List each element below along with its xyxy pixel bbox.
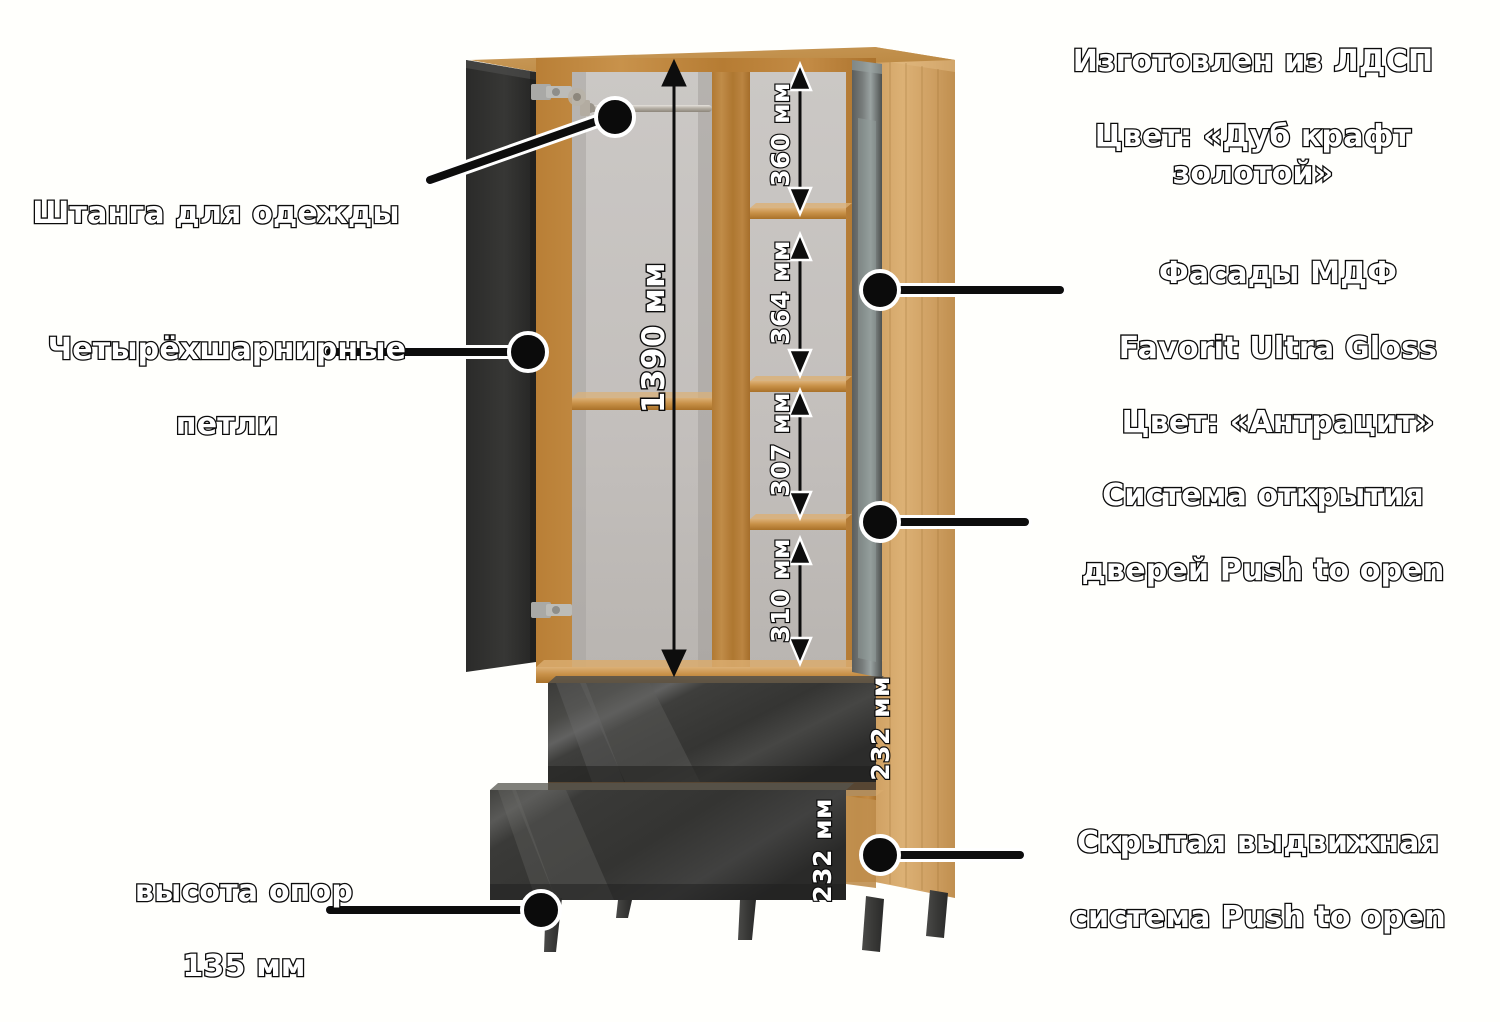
dot-rail	[594, 96, 636, 138]
callout-push-doors-line2: дверей Push to open	[1080, 551, 1445, 589]
callout-material-line1: Изготовлен из ЛДСП	[1071, 43, 1434, 81]
right-door-glass-insert	[858, 118, 876, 662]
dot-facade	[859, 269, 901, 311]
callout-push-doors: Система открытия дверей Push to open	[1030, 440, 1496, 626]
left-door-open	[466, 60, 536, 672]
dimension-label-307: 307 мм	[765, 391, 796, 498]
callout-hinges-line2: петли	[174, 405, 279, 443]
hinge-bottom	[531, 602, 572, 618]
dimension-label-364: 364 мм	[765, 239, 796, 346]
leg-back-right	[926, 890, 948, 938]
arrow-307	[787, 386, 813, 522]
hinge-top	[531, 84, 572, 100]
callout-facade: Фасады МДФ Favorit Ultra Gloss Цвет: «Ан…	[1060, 218, 1496, 478]
callout-hinges: Четырёхшарнирные петли	[4, 294, 450, 480]
product-illustration	[323, 47, 1067, 952]
dimension-label-drawer-lower: 232 мм	[807, 797, 838, 904]
callout-material: Изготовлен из ЛДСП Цвет: «Дуб крафт золо…	[1010, 6, 1496, 229]
callout-legs-line1: высота опор	[134, 873, 355, 911]
dot-push-drawer	[859, 834, 901, 876]
callout-push-drawer-line1: Скрытая выдвижная	[1076, 824, 1441, 862]
vertical-divider	[712, 72, 750, 667]
callout-rail-line1: Штанга для одежды	[31, 195, 401, 233]
leg-mid-1	[616, 900, 632, 918]
dot-legs	[520, 889, 562, 931]
arrow-360	[787, 60, 813, 218]
dimension-label-360: 360 мм	[765, 81, 796, 188]
interior-left-cavity	[572, 72, 712, 667]
leg-mid-2	[738, 900, 756, 940]
shelf-1	[750, 208, 846, 219]
arrow-1390	[661, 58, 687, 678]
shelf-3	[750, 519, 846, 530]
callout-facade-line3: Цвет: «Антрацит»	[1120, 404, 1435, 442]
callout-dots	[507, 96, 901, 931]
shelf-left-middle	[572, 398, 712, 410]
arrow-364	[787, 230, 813, 380]
dimension-arrows	[661, 58, 813, 678]
callout-push-drawer-line2: система Push to open	[1069, 898, 1447, 936]
callout-rail: Штанга для одежды	[4, 158, 428, 270]
callout-push-doors-line1: Система открытия	[1101, 477, 1425, 515]
callout-hinges-line1: Четырёхшарнирные	[46, 331, 407, 369]
callout-leaders	[323, 113, 1067, 917]
dot-push-doors	[859, 501, 901, 543]
dot-hinges	[507, 331, 549, 373]
leg-front-right	[862, 896, 884, 952]
callout-legs: высота опор 135 мм	[84, 836, 404, 1022]
callout-material-line2: Цвет: «Дуб крафт золотой»	[1093, 117, 1412, 192]
callout-legs-line2: 135 мм	[181, 947, 307, 985]
cabinet-side-panel	[875, 47, 955, 898]
dimension-label-drawer-upper: 232 мм	[865, 675, 896, 782]
dimension-label-310: 310 мм	[765, 537, 796, 644]
drawer-lower-open	[490, 790, 846, 900]
callout-facade-line2: Favorit Ultra Gloss	[1117, 329, 1438, 367]
callout-push-drawer: Скрытая выдвижная система Push to open	[1020, 787, 1496, 973]
arrow-310	[787, 534, 813, 668]
callout-facade-line1: Фасады МДФ	[1158, 255, 1399, 293]
drawer-upper	[548, 683, 876, 782]
dimension-label-1390: 1390 мм	[635, 261, 674, 415]
infographic-canvas: 1390 мм 360 мм 364 мм 307 мм 310 мм 232 …	[4, 6, 1496, 985]
shelf-2	[750, 381, 846, 392]
